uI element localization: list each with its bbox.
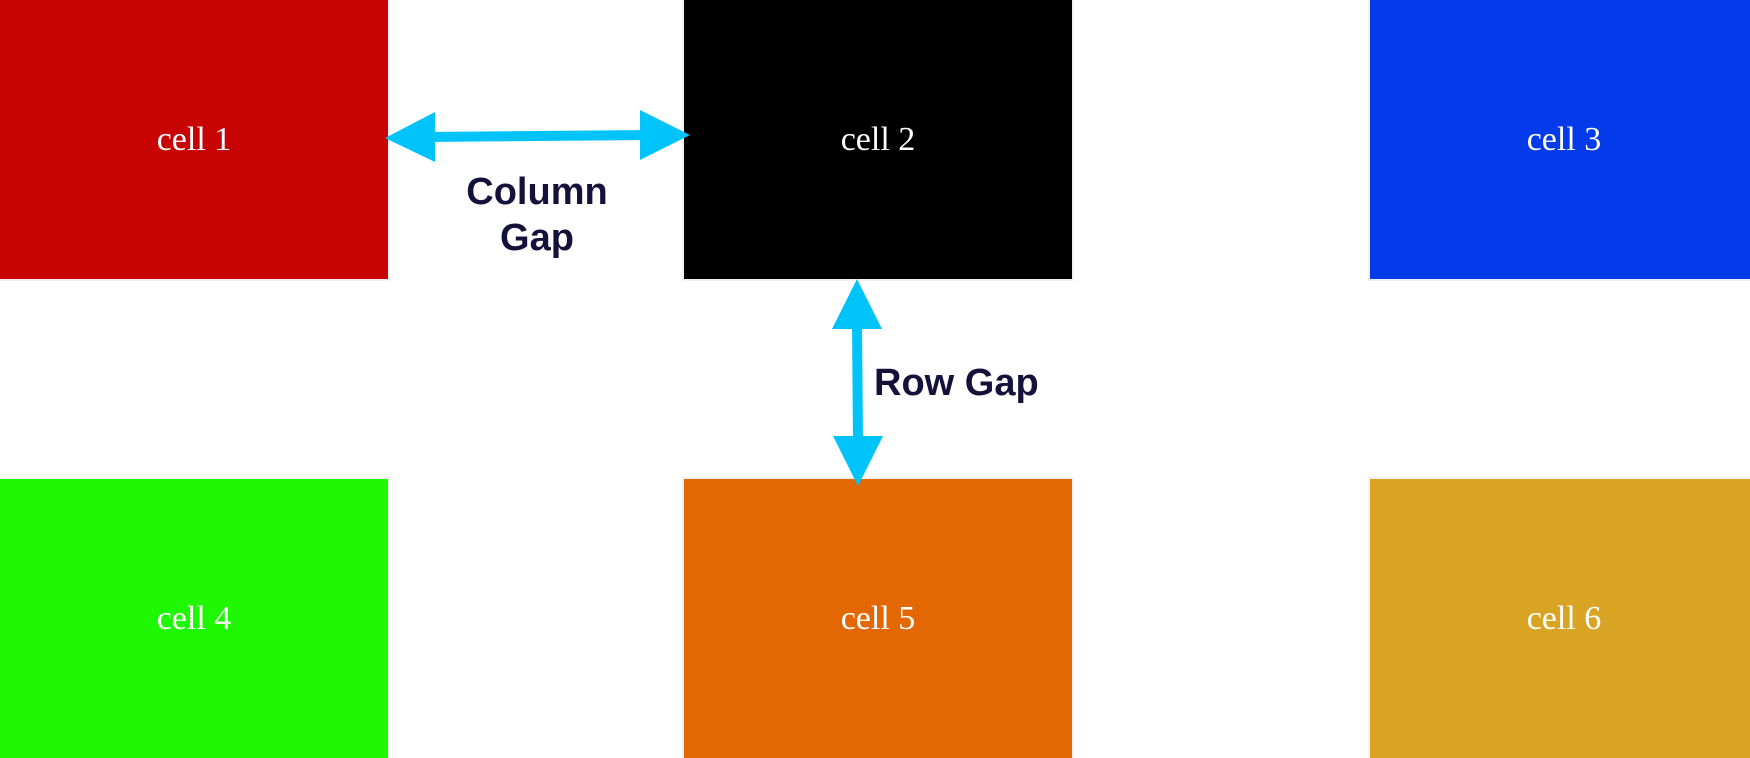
column-gap-arrow-icon — [385, 110, 690, 162]
grid-cell-2: cell 2 — [684, 0, 1072, 279]
column-gap-label-line2: Gap — [500, 217, 574, 259]
column-gap-label-line1: Column — [466, 171, 608, 213]
grid-cell-6: cell 6 — [1370, 479, 1750, 758]
cell-label: cell 2 — [840, 120, 916, 158]
cell-label: cell 6 — [1526, 599, 1602, 637]
row-gap-label: Row Gap — [874, 362, 1039, 404]
grid-cell-3: cell 3 — [1370, 0, 1750, 279]
cell-label: cell 4 — [156, 599, 232, 637]
grid-cell-5: cell 5 — [684, 479, 1072, 758]
cell-label: cell 3 — [1526, 120, 1602, 158]
grid-cell-1: cell 1 — [0, 0, 388, 279]
grid-cell-4: cell 4 — [0, 479, 388, 758]
cell-label: cell 5 — [840, 599, 916, 637]
cell-label: cell 1 — [156, 120, 232, 158]
column-gap-label: Column Gap — [437, 169, 637, 261]
